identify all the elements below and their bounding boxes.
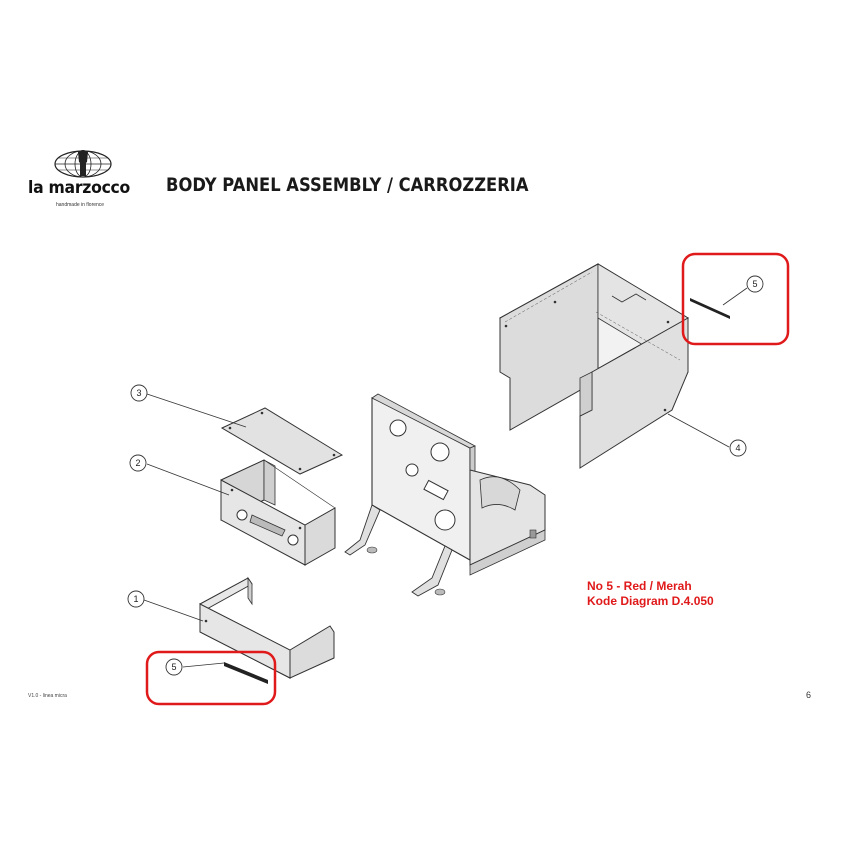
highlight-box-top xyxy=(681,252,790,346)
note-line-1: No 5 - Red / Merah xyxy=(587,579,692,593)
svg-text:5: 5 xyxy=(752,279,757,289)
svg-text:2: 2 xyxy=(135,458,140,468)
callout-4: 4 xyxy=(729,439,747,457)
part-5-label-top xyxy=(690,298,730,319)
page-number: 6 xyxy=(806,690,812,700)
leader-lines xyxy=(143,287,748,668)
callout-1: 1 xyxy=(127,590,145,608)
callout-3: 3 xyxy=(130,384,148,402)
machine-frame xyxy=(344,393,546,597)
brand-tagline: handmade in florence xyxy=(56,202,105,208)
part-1-bottom-panel xyxy=(199,576,335,679)
part-2-electronics-box xyxy=(220,459,336,566)
svg-text:1: 1 xyxy=(133,594,138,604)
callout-2: 2 xyxy=(129,454,147,472)
svg-text:3: 3 xyxy=(136,388,141,398)
part-3-cover-plate xyxy=(220,407,344,475)
callout-5-top: 5 xyxy=(746,275,764,293)
part-5-label-bottom xyxy=(224,662,268,684)
svg-text:4: 4 xyxy=(735,443,740,453)
callout-5-bottom: 5 xyxy=(165,658,183,676)
page-title: BODY PANEL ASSEMBLY / CARROZZERIA xyxy=(166,174,529,196)
svg-text:5: 5 xyxy=(171,662,176,672)
lion-globe-logo-icon xyxy=(54,150,112,178)
part-4-body-panel xyxy=(498,263,689,469)
highlight-box-bottom xyxy=(145,650,277,706)
footer-version: V1.0 - linea micra xyxy=(28,693,67,699)
brand-name: la marzocco xyxy=(28,178,131,198)
note-line-2: Kode Diagram D.4.050 xyxy=(587,594,714,608)
